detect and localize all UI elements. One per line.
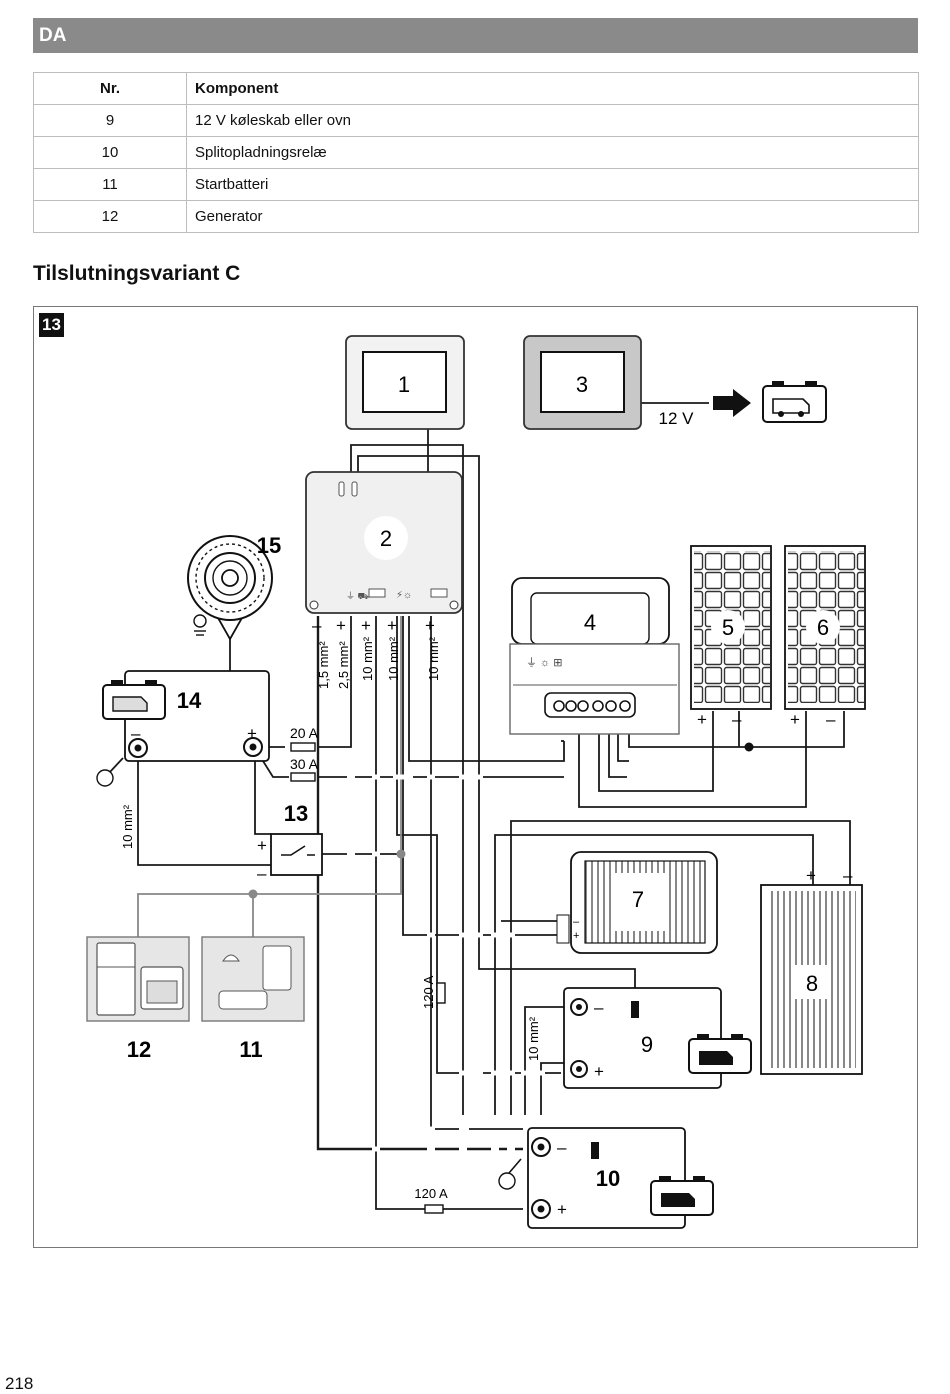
fuse-label-120a: 120 A — [414, 1186, 448, 1201]
alternator-15: 15 — [187, 533, 281, 641]
terminal-plus: + — [806, 866, 816, 885]
caravan-battery-icon — [102, 680, 166, 720]
fuse-label-120a: 120 A — [421, 975, 436, 1009]
table-row: 9 12 V køleskab eller ovn — [33, 104, 919, 137]
controller-terminal-symbols: ⏚ ⛟ — [346, 591, 369, 601]
label-4: 4 — [584, 610, 596, 635]
cable-label: 10 mm² — [386, 636, 401, 681]
terminal-plus: + — [425, 616, 435, 635]
terminal-plus: + — [336, 616, 346, 635]
solar-panel-6: 6 + – — [784, 545, 866, 729]
fuse-label-20a: 20 A — [290, 725, 319, 741]
label-12: 12 — [127, 1037, 151, 1062]
cable-label: 10 mm² — [120, 804, 135, 849]
battery-9: – + 9 — [563, 987, 752, 1089]
label-5: 5 — [722, 615, 734, 640]
fuses-starter: 20 A 30 A — [290, 725, 319, 782]
terminal-plus: + — [594, 1062, 604, 1081]
battery-10: – + 10 — [498, 1127, 714, 1229]
junction-dots — [248, 742, 754, 899]
label-8: 8 — [806, 971, 818, 996]
caravan-battery-icon — [762, 381, 827, 423]
terminal-minus: – — [594, 998, 604, 1017]
load-12: 12 — [86, 936, 190, 1062]
label-1: 1 — [398, 372, 410, 397]
controller-symbols: ⏚ ☼ ⊞ — [526, 656, 562, 669]
cable-label: 10 mm² — [360, 636, 375, 681]
caravan-battery-icon — [650, 1176, 714, 1216]
inverter-8: 8 + – — [760, 866, 863, 1075]
label-10: 10 — [596, 1166, 620, 1191]
language-code: DA — [39, 25, 67, 46]
display-3: 3 12 V — [523, 335, 827, 430]
voltage-label: 12 V — [659, 409, 695, 428]
fuses-120a: 120 A 120 A — [414, 975, 448, 1214]
table-row: 10 Splitopladningsrelæ — [33, 136, 919, 169]
row-komponent: Generator — [186, 200, 919, 233]
terminal-minus: – — [573, 916, 580, 928]
label-11: 11 — [239, 1037, 262, 1062]
label-7: 7 — [632, 887, 644, 912]
label-2: 2 — [380, 526, 392, 551]
label-15: 15 — [257, 533, 281, 558]
terminal-minus: – — [312, 616, 322, 635]
label-13: 13 — [284, 801, 308, 826]
row-komponent: 12 V køleskab eller ovn — [186, 104, 919, 137]
row-komponent: Startbatteri — [186, 168, 919, 201]
terminal-minus: – — [826, 710, 836, 729]
display-1: 1 — [345, 335, 465, 430]
terminal-minus: – — [732, 710, 742, 729]
terminal-plus: + — [361, 616, 371, 635]
terminal-plus: + — [573, 930, 579, 942]
relay-13: 13 + – — [257, 801, 323, 883]
terminal-minus: – — [257, 864, 267, 883]
caravan-battery-icon — [688, 1034, 752, 1074]
cable-label: 10 mm² — [526, 1016, 541, 1061]
figure-number: 13 — [39, 313, 64, 337]
page-number: 218 — [5, 1374, 34, 1393]
row-nr: 12 — [33, 200, 187, 233]
label-3: 3 — [576, 372, 588, 397]
wiring-diagram-svg: 1 3 12 V 2 ⏚ ⛟ — [86, 335, 866, 1229]
wiring-diagram: 13 — [33, 306, 918, 1248]
header-komponent: Komponent — [186, 72, 919, 105]
wires — [108, 402, 851, 1210]
controller-solar-symbols: ⚡☼ — [396, 590, 412, 601]
solar-controller-4: 4 ⏚ ☼ ⊞ — [509, 577, 680, 735]
row-nr: 11 — [33, 168, 187, 201]
controller-2: 2 ⏚ ⛟ ⚡☼ — [305, 471, 463, 614]
table-header-row: Nr. Komponent — [33, 72, 919, 105]
section-title: Tilslutningsvariant C — [33, 262, 241, 285]
row-nr: 10 — [33, 136, 187, 169]
terminal-plus: + — [257, 836, 267, 855]
charger-7: 7 – + — [556, 851, 718, 954]
table-row: 11 Startbatteri — [33, 168, 919, 201]
wire-gaps — [347, 774, 545, 1212]
header-nr: Nr. — [33, 72, 187, 105]
terminal-plus: + — [387, 616, 397, 635]
language-header-bar: DA — [33, 18, 918, 53]
table-row: 12 Generator — [33, 200, 919, 233]
arrow-right-icon — [713, 389, 751, 417]
cable-label: 1,5 mm² — [316, 641, 331, 689]
terminal-plus: + — [557, 1200, 567, 1219]
cable-label: 10 mm² — [426, 636, 441, 681]
starter-battery-14: 14 – + — [96, 670, 270, 787]
solar-panel-5: 5 + – — [690, 545, 772, 729]
row-komponent: Splitopladningsrelæ — [186, 136, 919, 169]
terminal-minus: – — [843, 866, 853, 885]
terminal-plus: + — [247, 724, 257, 743]
component-table: Nr. Komponent 9 12 V køleskab eller ovn … — [33, 72, 919, 233]
load-11: 11 — [201, 936, 305, 1062]
row-nr: 9 — [33, 104, 187, 137]
terminal-plus: + — [697, 710, 707, 729]
label-14: 14 — [177, 688, 202, 713]
cable-label: 2,5 mm² — [336, 641, 351, 689]
label-6: 6 — [817, 615, 829, 640]
fuse-label-30a: 30 A — [290, 756, 319, 772]
terminal-minus: – — [131, 724, 141, 743]
terminal-minus: – — [557, 1138, 567, 1157]
terminal-plus: + — [790, 710, 800, 729]
label-9: 9 — [641, 1032, 653, 1057]
